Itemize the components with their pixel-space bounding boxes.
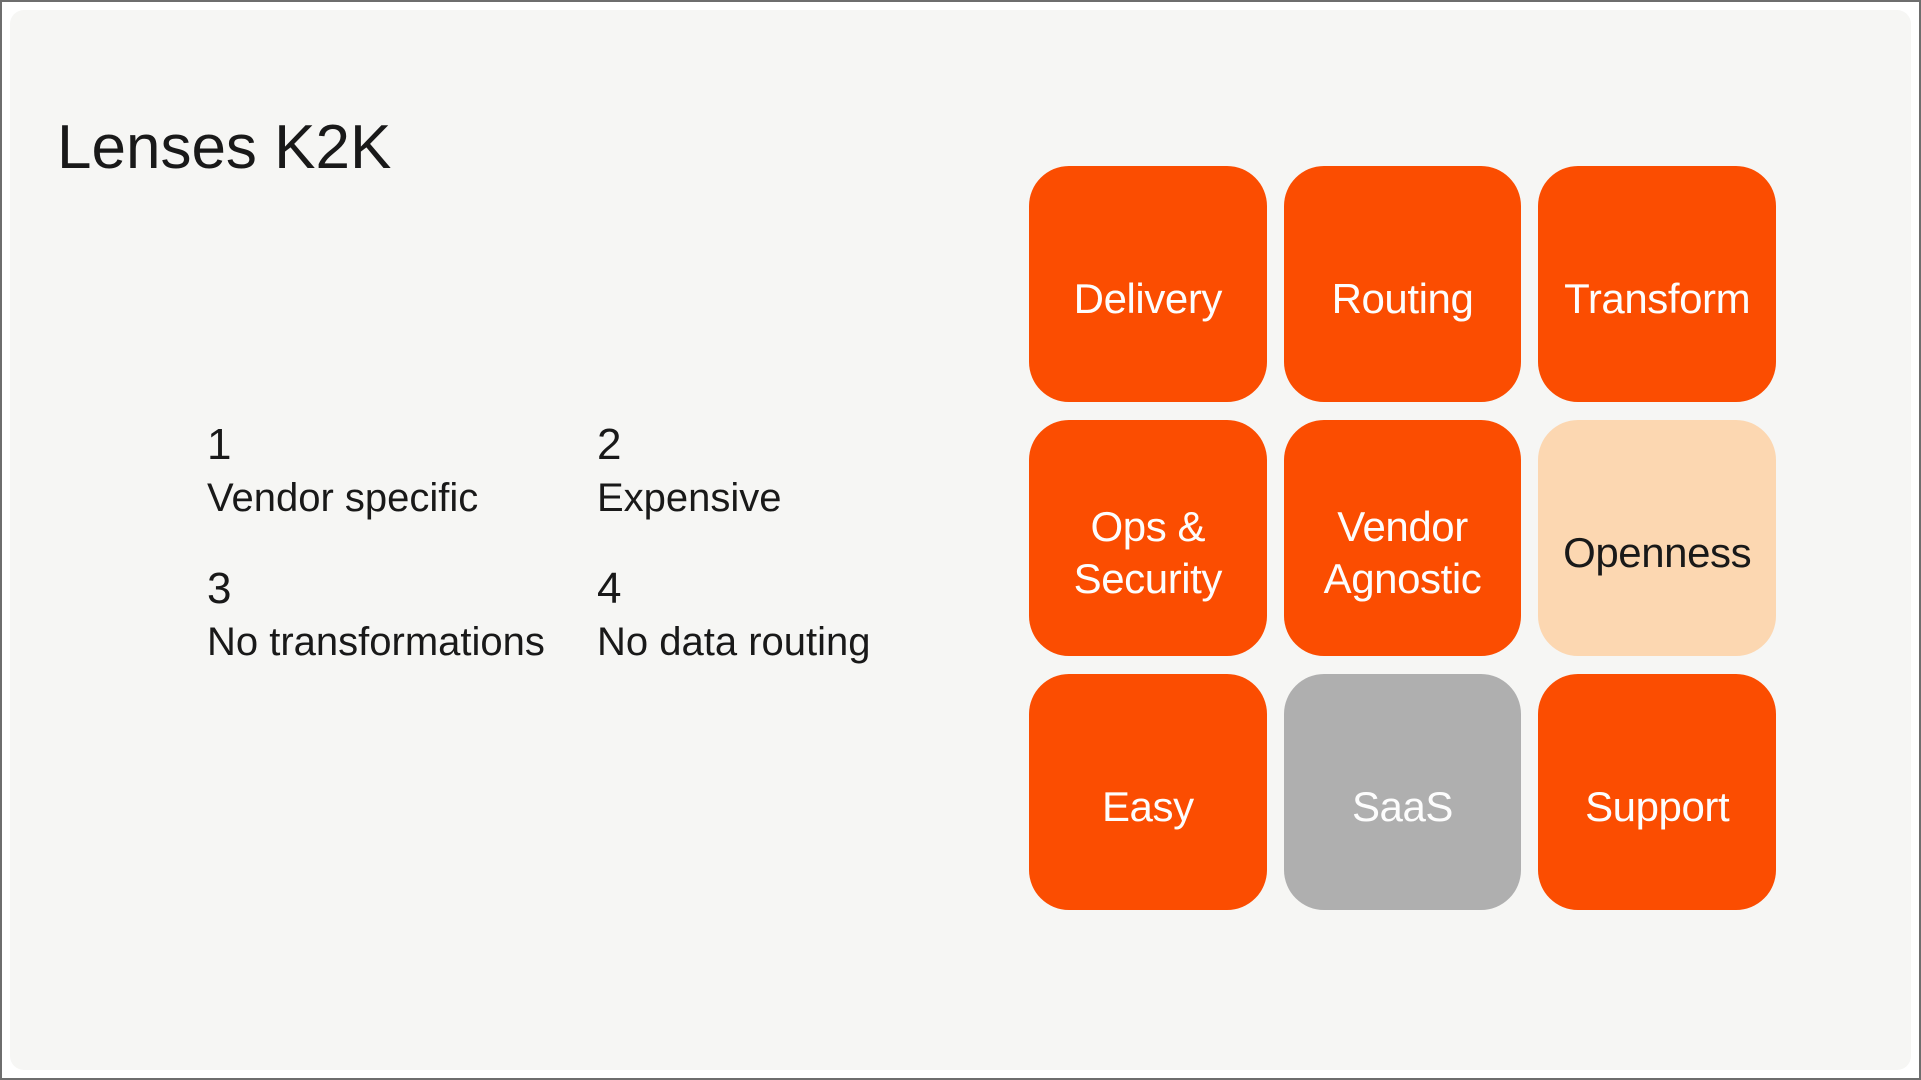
pain-point-number: 4 [597,564,622,614]
tile-delivery: Delivery [1029,166,1267,402]
pain-point-number: 2 [597,420,622,469]
tile-vendor-agnostic: Vendor Agnostic [1283,420,1522,656]
list-item: 4 No data routing [597,564,871,666]
list-item: 1 Vendor specific [207,420,597,522]
feature-grid: Delivery Routing Transform Ops & Securit… [1029,166,1776,910]
pain-point-label: No transformations [207,620,545,665]
pain-points-list: 1 Vendor specific 2 Expensive 3 No trans… [207,420,871,666]
tile-ops-security: Ops & Security [1029,420,1267,656]
tile-openness: Openness [1538,420,1776,656]
tile-easy: Easy [1029,674,1267,910]
pain-point-label: No data routing [597,620,871,665]
tile-support: Support [1538,674,1776,910]
pain-point-number: 3 [207,564,232,614]
slide-background: Lenses K2K 1 Vendor specific 2 Expensive… [10,10,1911,1070]
pain-point-label: Vendor specific [207,476,479,521]
pain-point-number: 1 [207,420,232,469]
list-item: 2 Expensive [597,420,871,522]
tile-saas: SaaS [1283,674,1522,910]
list-item: 3 No transformations [207,564,597,666]
page-title: Lenses K2K [57,112,392,182]
pain-point-label: Expensive [597,476,782,521]
tile-routing: Routing [1283,166,1522,402]
tile-transform: Transform [1538,166,1776,402]
